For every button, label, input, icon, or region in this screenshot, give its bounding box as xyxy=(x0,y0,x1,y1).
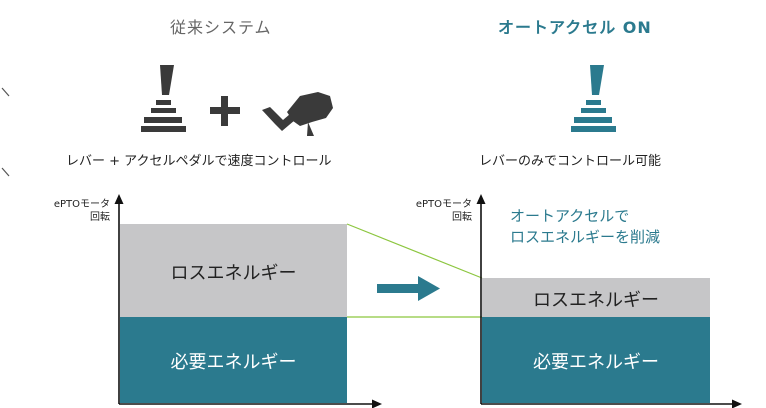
right-axis-label: ePTOモータ 回転 xyxy=(390,198,472,224)
left-y-axis-arrowhead xyxy=(114,194,124,204)
loss-top-connector xyxy=(346,223,483,279)
left-axis-label-line2: 回転 xyxy=(90,212,110,223)
left-loss-block xyxy=(120,224,347,317)
right-axis-label-line1: ePTOモータ xyxy=(415,199,472,210)
left-required-label: 必要エネルギー xyxy=(170,352,297,373)
plus-icon xyxy=(210,96,240,126)
right-loss-block xyxy=(482,278,710,317)
left-axis-label-line1: ePTOモータ xyxy=(53,199,110,210)
right-required-block xyxy=(482,317,710,403)
left-axis-label: ePTOモータ 回転 xyxy=(30,198,110,224)
right-y-axis-arrowhead xyxy=(476,194,486,204)
right-loss-label: ロスエネルギー xyxy=(533,290,659,311)
right-note-line1: オートアクセルで xyxy=(510,207,630,225)
left-heading: 従来システム xyxy=(170,18,272,37)
left-loss-label: ロスエネルギー xyxy=(170,263,297,284)
edge-mark-top xyxy=(1,87,10,97)
right-axis-label-line2: 回転 xyxy=(452,212,472,223)
edge-mark-bottom xyxy=(1,167,10,177)
right-lever-icon xyxy=(571,65,616,132)
right-heading: オートアクセル ON xyxy=(498,18,652,37)
left-lever-icon xyxy=(141,65,186,132)
right-note-line2: ロスエネルギーを削減 xyxy=(510,228,661,246)
right-caption: レバーのみでコントロール可能 xyxy=(479,154,662,169)
right-chart xyxy=(476,194,742,408)
left-x-axis-arrowhead xyxy=(372,399,382,408)
pedal-icon xyxy=(262,92,333,136)
arrow-right-icon xyxy=(377,276,440,301)
left-required-block xyxy=(120,317,347,403)
left-chart xyxy=(114,194,382,408)
right-x-axis-arrowhead xyxy=(732,399,742,408)
left-caption: レバー + アクセルペダルで速度コントロール xyxy=(66,154,332,169)
right-required-label: 必要エネルギー xyxy=(533,352,659,373)
right-note: オートアクセルで ロスエネルギーを削減 xyxy=(510,206,660,248)
